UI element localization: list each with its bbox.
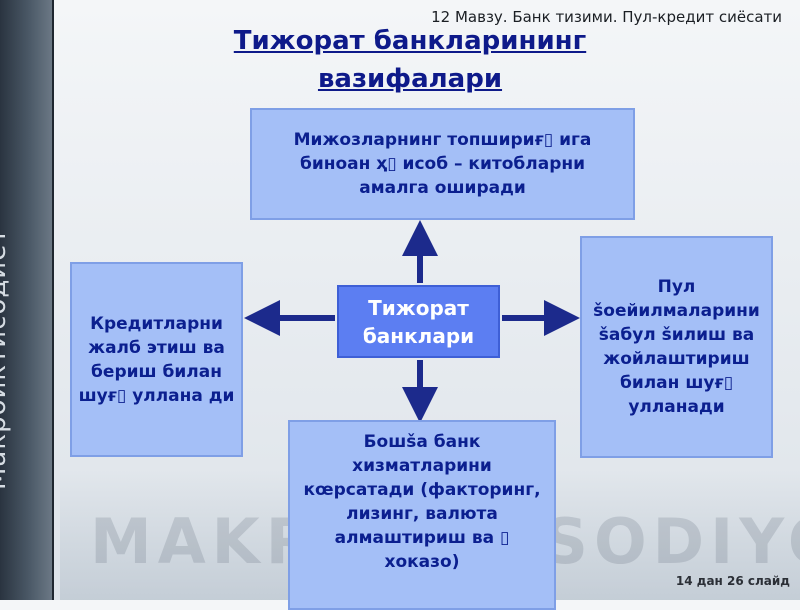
function-box-settlements: Мижозларнинг топшириғ▯ ига биноан ҳ▯ исо… bbox=[250, 108, 635, 220]
slide-title: Тижорат банкларининг вазифалари bbox=[233, 26, 587, 94]
sidebar: Макроиктисодиёт bbox=[0, 0, 54, 600]
central-node-commercial-banks: Тижорат банклари bbox=[337, 285, 500, 358]
function-text-other-services: Бошšа банк хизматларини кœрсатади (факто… bbox=[303, 432, 541, 572]
function-box-deposits: Пул šоейилмаларини šабул šилиш ва жойлаш… bbox=[580, 236, 773, 458]
function-box-other-services: Бошšа банк хизматларини кœрсатади (факто… bbox=[288, 420, 556, 610]
function-text-settlements: Мижозларнинг топшириғ▯ ига биноан ҳ▯ исо… bbox=[293, 130, 592, 198]
slide-counter: 14 дан 26 слайд bbox=[675, 574, 790, 588]
function-box-credits: Кредитларни жалб этиш ва бериш билан шуғ… bbox=[70, 262, 243, 457]
function-text-deposits: Пул šоейилмаларини šабул šилиш ва жойлаш… bbox=[593, 277, 760, 417]
central-node-label: Тижорат банклари bbox=[362, 295, 475, 348]
function-text-credits: Кредитларни жалб этиш ва бериш билан шуғ… bbox=[78, 313, 235, 406]
slide-topic: 12 Мавзу. Банк тизими. Пул-кредит сиёсат… bbox=[431, 8, 782, 26]
